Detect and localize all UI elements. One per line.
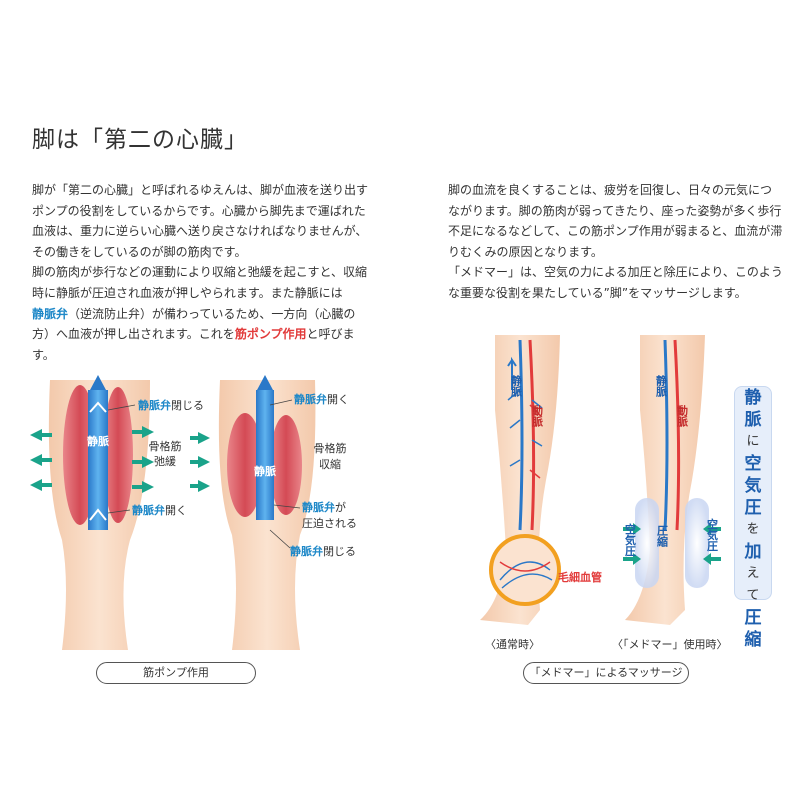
valve-term: 静脈弁 bbox=[32, 306, 69, 321]
compress-label: 圧縮 bbox=[656, 525, 669, 548]
vc-4: 気 bbox=[744, 476, 762, 496]
muscle-pump-caption: 筋ポンプ作用 bbox=[96, 662, 256, 684]
capillary-label: 毛細血管 bbox=[558, 570, 602, 584]
left-paragraph-2c: と呼びます。 bbox=[32, 327, 355, 362]
medomer-massage-diagram: 静脈 動脈 毛細血管 静脈 動脈 圧縮 空気圧 空気圧 bbox=[480, 335, 721, 625]
right-paragraph-1: 脚の血流を良くすることは、疲労を回復し、日々の元気につながります。脚の筋肉が弱っ… bbox=[448, 183, 783, 259]
vc-7: 加 bbox=[744, 542, 762, 562]
air-pressure-right: 空気圧 bbox=[706, 517, 719, 552]
leg-contracted: 静脈 静脈弁開く 骨格筋 収縮 静脈弁が 圧迫される 静脈弁閉じる bbox=[190, 375, 357, 650]
muscle-contract-line2: 収縮 bbox=[319, 457, 341, 471]
cuff-right bbox=[685, 498, 709, 588]
vc-10: 圧 bbox=[744, 608, 762, 628]
vc-9: て bbox=[746, 588, 760, 603]
vertical-caption: 静 脈 に 空 気 圧 を 加 え て 圧 縮 bbox=[734, 386, 772, 650]
vein-label-2: 静脈 bbox=[254, 464, 276, 478]
vein-label: 静脈 bbox=[87, 434, 109, 448]
massage-caption: 「メドマー」によるマッサージ bbox=[523, 662, 689, 684]
valve-pressed-line2: 圧迫される bbox=[302, 516, 357, 530]
vc-1: 脈 bbox=[744, 410, 762, 430]
cuff-left bbox=[635, 498, 659, 588]
valve-open-label-2: 静脈弁開く bbox=[294, 392, 349, 406]
label-normal: 〈通常時〉 bbox=[485, 638, 540, 651]
valve-close-label-2: 静脈弁閉じる bbox=[290, 544, 356, 558]
muscle-relax-line1: 骨格筋 bbox=[149, 439, 182, 453]
muscle-relax-line2: 弛緩 bbox=[154, 454, 176, 468]
label-use: 〈「メドマー」使用時〉 bbox=[612, 638, 728, 651]
page-title: 脚は「第二の心臓」 bbox=[32, 127, 248, 153]
vc-3: 空 bbox=[744, 454, 762, 474]
vc-6: を bbox=[746, 522, 760, 537]
cuff-arrows bbox=[623, 523, 721, 565]
vc-8: え bbox=[746, 566, 760, 581]
pump-term: 筋ポンプ作用 bbox=[234, 327, 307, 342]
left-paragraph-2b: （逆流防止弁）が備わっているため、一方向（心臓の方）へ血液が押し出されます。これ… bbox=[32, 306, 356, 342]
leg-normal: 静脈 動脈 毛細血管 bbox=[480, 335, 602, 625]
vc-5: 圧 bbox=[744, 498, 762, 518]
left-paragraph-2: 脚の筋肉が歩行などの運動により収縮と弛緩を起こすと、収縮時に静脈が圧迫され血液が… bbox=[32, 265, 368, 300]
vc-2: に bbox=[746, 434, 760, 449]
inward-arrows bbox=[30, 426, 154, 493]
capillary-inset bbox=[489, 534, 561, 606]
muscle-pump-diagram: 静脈 静脈弁閉じる 骨格筋 弛緩 静脈弁開く 静脈 静脈弁開く 骨格筋 収縮 静… bbox=[30, 375, 357, 650]
right-description: 脚の血流を良くすることは、疲労を回復し、日々の元気につながります。脚の筋肉が弱っ… bbox=[448, 180, 783, 304]
leg-relaxed: 静脈 静脈弁閉じる 骨格筋 弛緩 静脈弁開く bbox=[30, 375, 204, 650]
leg-with-medomer: 静脈 動脈 圧縮 空気圧 空気圧 bbox=[623, 335, 721, 625]
artery-label-normal: 動脈 bbox=[531, 404, 544, 428]
valve-close-label-1: 静脈弁閉じる bbox=[138, 398, 204, 412]
valve-open-label-1: 静脈弁開く bbox=[132, 503, 187, 517]
left-description: 脚が「第二の心臓」と呼ばれるゆえんは、脚が血液を送り出すポンプの役割をしているか… bbox=[32, 180, 372, 365]
artery-label-use: 動脈 bbox=[676, 404, 689, 428]
vc-11: 縮 bbox=[744, 630, 762, 650]
outward-arrows bbox=[190, 432, 210, 492]
valve-pressed-label: 静脈弁が bbox=[302, 500, 346, 514]
muscle-contract-line1: 骨格筋 bbox=[314, 441, 347, 455]
vein-label-normal: 静脈 bbox=[510, 374, 523, 398]
vc-0: 静 bbox=[744, 388, 762, 408]
left-paragraph-1: 脚が「第二の心臓」と呼ばれるゆえんは、脚が血液を送り出すポンプの役割をしているか… bbox=[32, 183, 369, 259]
air-pressure-left: 空気圧 bbox=[624, 522, 637, 557]
right-paragraph-2: 「メドマー」は、空気の力による加圧と除圧により、このような重要な役割を果たしてい… bbox=[448, 265, 783, 300]
vein-label-use: 静脈 bbox=[655, 374, 668, 398]
